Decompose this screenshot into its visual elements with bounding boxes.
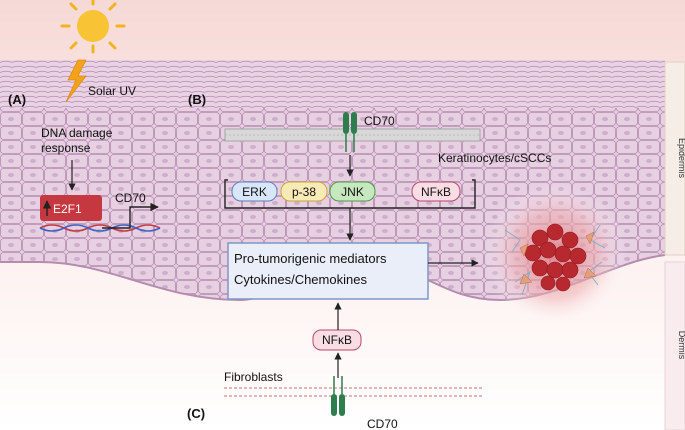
fibroblast-membrane (224, 387, 484, 397)
keratinocyte-membrane (224, 128, 481, 142)
stratum-corneum (0, 60, 665, 108)
panel-b-label: (B) (188, 92, 206, 107)
panel-c-label: (C) (187, 406, 205, 421)
epidermis-side-label: Epidermis (677, 138, 685, 179)
cd70-receptor-b (343, 112, 357, 152)
nfkb-c-box: NFκB (312, 329, 362, 351)
panel-a-label: (A) (8, 92, 26, 107)
fibroblasts-label: Fibroblasts (224, 370, 283, 384)
dermis-side-band (664, 261, 685, 430)
cd70-a-label: CD70 (115, 191, 146, 205)
mediators-line2: Cytokines/Chemokines (234, 272, 367, 287)
cd70-receptor-c (331, 376, 345, 416)
e2f1-to-cd70-arrow (102, 202, 159, 229)
mediators-line1: Pro-tumorigenic mediators (234, 251, 387, 266)
cd70-c-label: CD70 (367, 417, 398, 430)
dermis-side-label: Dermis (677, 331, 685, 360)
mediators-box (227, 242, 429, 300)
tumor-mass (483, 183, 627, 327)
e2f1-box (40, 195, 102, 221)
dna-strand (39, 224, 161, 232)
keratinocytes-label: Keratinocytes/cSCCs (438, 151, 551, 165)
nfkb-c-label: NFκB (322, 333, 352, 347)
kinase-jnk: JNK (329, 181, 376, 202)
e2f1-label: E2F1 (53, 202, 82, 216)
kinase-nfkb: NFκB (411, 181, 461, 202)
uv-lightning-icon (65, 59, 87, 103)
cd70-b-label: CD70 (364, 114, 395, 128)
epidermis-side-band (664, 61, 685, 256)
kinase-erk: ERK (231, 181, 278, 202)
sun-icon (60, 0, 126, 54)
kinase-erk-label: ERK (242, 185, 267, 199)
dna-damage-label-line1: DNA damage (41, 126, 113, 140)
kinase-p38-label: p-38 (292, 185, 316, 199)
kinase-p38: p-38 (280, 181, 328, 202)
solar-uv-label: Solar UV (88, 84, 136, 98)
dna-damage-label-line2: response (41, 141, 91, 155)
kinase-jnk-label: JNK (341, 185, 364, 199)
kinase-nfkb-label: NFκB (421, 185, 451, 199)
